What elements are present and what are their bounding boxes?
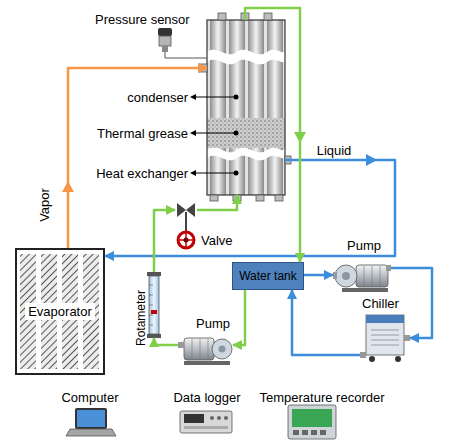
pipe-line	[197, 195, 237, 210]
pipe-line	[105, 160, 395, 256]
node-label: Chiller	[362, 296, 410, 311]
callout-label: condenser	[68, 90, 188, 105]
instrument-label: Data logger	[173, 390, 240, 405]
instrument-label: Temperature recorder	[260, 390, 385, 405]
instrument-label: Computer	[61, 390, 118, 405]
pipe-line	[391, 268, 432, 338]
pipe-line	[233, 290, 245, 345]
node-label: Pressure sensor	[95, 12, 203, 27]
pump: Pump	[333, 239, 391, 293]
node-label: Pump	[196, 316, 236, 331]
pipe-line	[154, 338, 178, 345]
node-label: Evaporator	[25, 303, 95, 320]
node-label: Rotameter	[134, 290, 149, 346]
chiller: Chiller	[360, 296, 410, 364]
node-label: Water tank	[239, 269, 297, 284]
node-label: Pump	[347, 238, 387, 253]
valve: Valve	[175, 203, 197, 250]
pipe-line	[165, 52, 207, 58]
water-tank: Water tank	[232, 262, 304, 290]
pipe-line	[292, 290, 360, 355]
callout-label: Heat exchanger	[68, 166, 188, 181]
pipe-line	[304, 274, 333, 277]
pipe-line	[245, 8, 300, 262]
rotameter: Rotameter	[133, 272, 163, 338]
flow-label: Liquid	[317, 143, 352, 158]
pump: Pump	[178, 316, 233, 368]
callout-label: Thermal grease	[68, 126, 188, 141]
condenser-assembly: condenserThermal greaseHeat exchanger	[207, 20, 285, 195]
pipe-line	[154, 210, 175, 272]
pressure-sensor: Pressure sensor	[92, 12, 205, 52]
node-label: Valve	[201, 233, 241, 248]
evaporator: Evaporator	[15, 248, 105, 375]
flow-label: Vapor	[37, 188, 52, 222]
pipe-line	[68, 68, 207, 248]
